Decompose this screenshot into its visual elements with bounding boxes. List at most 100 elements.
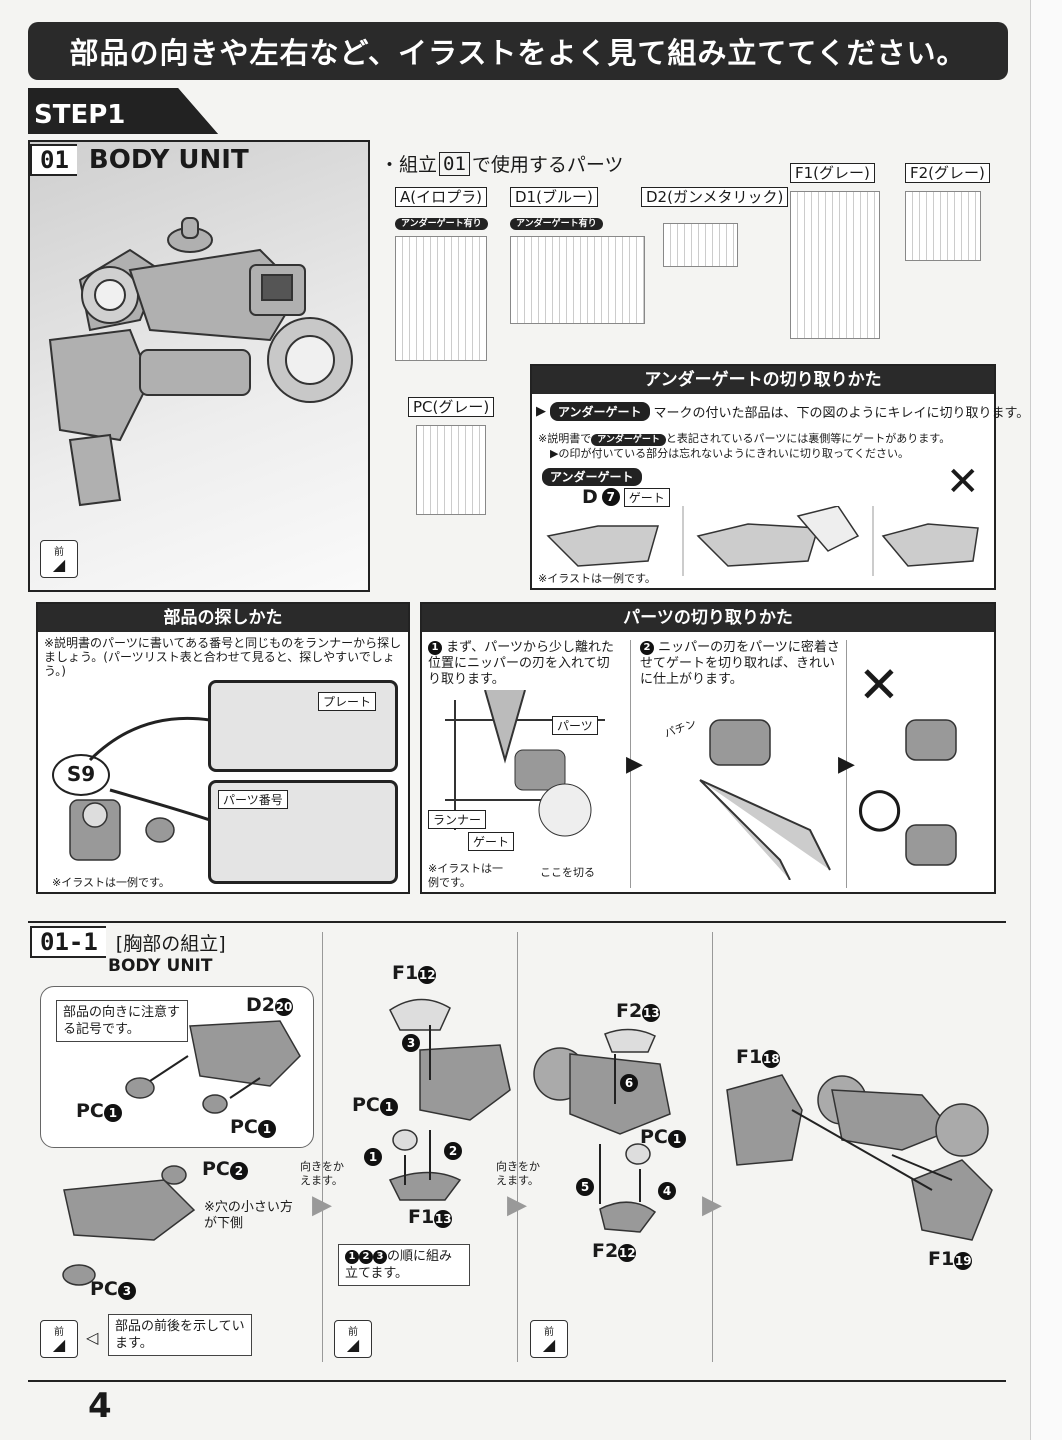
cutting-step1-num: 1 [428,640,442,655]
undergate-note-tag: アンダーゲート [591,434,666,446]
undergate-tag-2: アンダーゲート [542,468,642,486]
parts-heading-num: 01 [439,151,470,176]
label-f1-b: F1 [408,1206,435,1228]
cutting-ok-mark: ○ [856,775,904,838]
undergate-note-prefix: ※説明書で [538,432,592,445]
cutting-title: パーツの切り取りかた [422,604,994,632]
runner-d2-image [663,223,738,267]
label-f2-13-num: 13 [642,1003,661,1022]
label-pc-d: PC [90,1278,118,1300]
label-pc-c: PC [202,1158,230,1180]
cutting-step1-text: まず、パーツから少し離れた位置にニッパーの刃を入れて切り取ります。 [428,640,614,687]
runner-pc-image [416,425,486,515]
next-page-edge [1030,0,1062,1440]
step-num-2-text: 2 [444,1141,462,1160]
label-d2-num: 20 [275,997,293,1016]
undergate-ng-mark: ✕ [946,459,980,505]
cutting-ng-mark: ✕ [858,656,900,714]
finding-example: ※イラストは一例です。 [52,876,170,889]
cutting-illustration-1 [445,690,605,837]
label-pc-b: PC [230,1116,258,1138]
undergate-gate-label: ゲート [623,487,670,507]
step-num-3: 3 [402,1032,420,1052]
section-01-title: BODY UNIT [88,145,249,175]
turn-note-2: 向きをかえます。 [496,1160,540,1187]
runner-f2-label: F2(グレー) [905,163,990,183]
label-f1-c: F1 [736,1046,763,1068]
parts-used-heading: ・組立 01 で使用するパーツ [380,150,624,177]
next-arrow-3: ▶ [702,1190,722,1220]
hole-note: ※穴の小さい方が下側 [204,1200,293,1231]
label-f1-18-num: 18 [762,1049,781,1068]
section-011-subtitle: BODY UNIT [108,956,213,976]
page-banner: 部品の向きや左右など、イラストをよく見て組み立ててください。 [28,22,1008,80]
cutting-result-illustration [905,719,957,866]
label-d2: D2 [246,994,275,1016]
finding-desc: ※説明書のパーツに書いてある番号と同じものをランナーから探しましょう。(パーツリ… [44,636,402,678]
cutting-step1: 1 まず、パーツから少し離れた位置にニッパーの刃を入れて切り取ります。 [428,640,618,688]
front-label-1: 前 [54,1327,64,1338]
front-label: 前 [54,547,64,558]
undergate-line1: ▶アンダーゲートマークの付いた部品は、下の図のようにキレイに切り取ります。 [536,402,1030,421]
front-label-2: 前 [348,1327,358,1338]
step-num-5-text: 5 [576,1177,594,1196]
runner-f2-image [905,191,981,261]
label-d2-20: D220 [246,994,293,1016]
runner-a-label: A(イロプラ) [395,187,487,207]
undergate-part: D [582,486,598,508]
cutting-panel [420,602,996,894]
front-indicator-icon-3: 前◢ [530,1320,568,1358]
runner-d2: D2(ガンメタリック) [641,186,789,267]
label-f2-b: F2 [592,1240,619,1262]
runner-d2-label: D2(ガンメタリック) [641,187,789,207]
label-pc3-num: 3 [117,1281,136,1300]
runner-a: A(イロプラ) アンダーゲート有り [395,186,488,361]
page-number: 4 [88,1386,112,1426]
runner-d1-label: D1(ブルー) [510,187,598,207]
cutting-step2: 2 ニッパーの刃をパーツに密着させてゲートを切り取れば、きれいに仕上がります。 [640,640,840,688]
finding-title: 部品の探しかた [38,604,408,632]
bottom-rule [28,1380,1006,1382]
step-num-1: 1 [364,1146,382,1166]
finding-plate-label: プレート [318,692,377,711]
turn-note-1: 向きをかえます。 [300,1160,344,1187]
undergate-example: ※イラストは一例です。 [538,572,656,585]
cutting-divider-1 [630,640,631,888]
order-num-3: 3 [373,1249,387,1264]
label-f1-18: F118 [736,1046,781,1068]
undergate-line1-text: マークの付いた部品は、下の図のようにキレイに切り取ります。 [653,406,1030,421]
step-num-6-text: 6 [620,1073,638,1092]
step-num-2: 2 [444,1140,462,1160]
cutting-step2-text: ニッパーの刃をパーツに密着させてゲートを切り取れば、きれいに仕上がります。 [640,640,840,687]
cutting-illustration-2 [699,719,831,880]
runner-d1-tag: アンダーゲート有り [510,218,603,230]
col4-illustration [726,1074,993,1241]
undergate-note2: ▶の印が付いている部分は忘れないようにきれいに切り取ってください。 [550,447,910,460]
label-f1-12-num: 12 [418,965,437,984]
chest-parts-illustration [125,1020,301,1114]
next-arrow-2: ▶ [507,1190,527,1220]
col3-illustration [533,1028,671,1233]
label-f1-13: F113 [408,1206,453,1228]
runner-f1-label: F1(グレー) [790,163,875,183]
cutting-arrow-1: ▶ [626,752,643,777]
runner-pc: PC(グレー) [408,396,495,515]
front-indicator-icon: 前◢ [40,540,78,578]
label-f2-12-num: 12 [618,1243,637,1262]
cutting-arrow-2: ▶ [838,752,855,777]
step-label: STEP1 [34,100,126,130]
next-arrow-1: ▶ [312,1190,332,1220]
step-divider-1 [322,932,323,1362]
cutting-gate-label: ゲート [468,832,515,851]
undergate-note: ※説明書でアンダーゲートと表記されているパーツには裏側等にゲートがあります。 ▶… [538,432,988,461]
runner-pc-label: PC(グレー) [408,397,495,417]
step-num-5: 5 [576,1176,594,1196]
label-f2-12: F212 [592,1240,637,1262]
order-note-text: の順に組み立てます。 [345,1249,453,1281]
label-pc1-b-num: 1 [257,1119,276,1138]
cutting-example: ※イラストは一例です。 [428,862,503,889]
section-011-number: 01-1 [30,926,106,958]
